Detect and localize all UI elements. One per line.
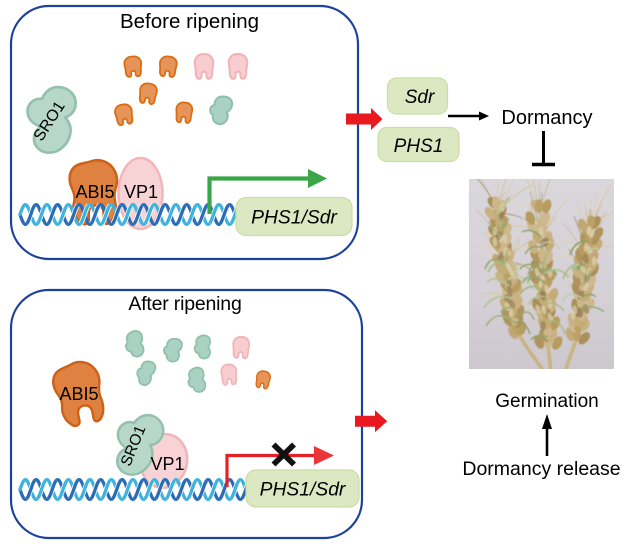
svg-text:ABI5: ABI5 [75, 182, 114, 202]
svg-text:VP1: VP1 [150, 454, 184, 474]
svg-text:Before ripening: Before ripening [120, 10, 259, 33]
svg-text:Sdr: Sdr [405, 87, 435, 108]
svg-text:Dormancy release: Dormancy release [462, 458, 620, 480]
svg-text:VP1: VP1 [124, 182, 158, 202]
svg-text:Germination: Germination [495, 391, 599, 412]
svg-text:After ripening: After ripening [128, 293, 241, 315]
svg-text:PHS1: PHS1 [394, 136, 444, 157]
svg-text:PHS1/Sdr: PHS1/Sdr [260, 480, 347, 501]
svg-text:Dormancy: Dormancy [501, 107, 592, 129]
svg-text:ABI5: ABI5 [59, 384, 98, 404]
svg-text:PHS1/Sdr: PHS1/Sdr [251, 208, 338, 229]
